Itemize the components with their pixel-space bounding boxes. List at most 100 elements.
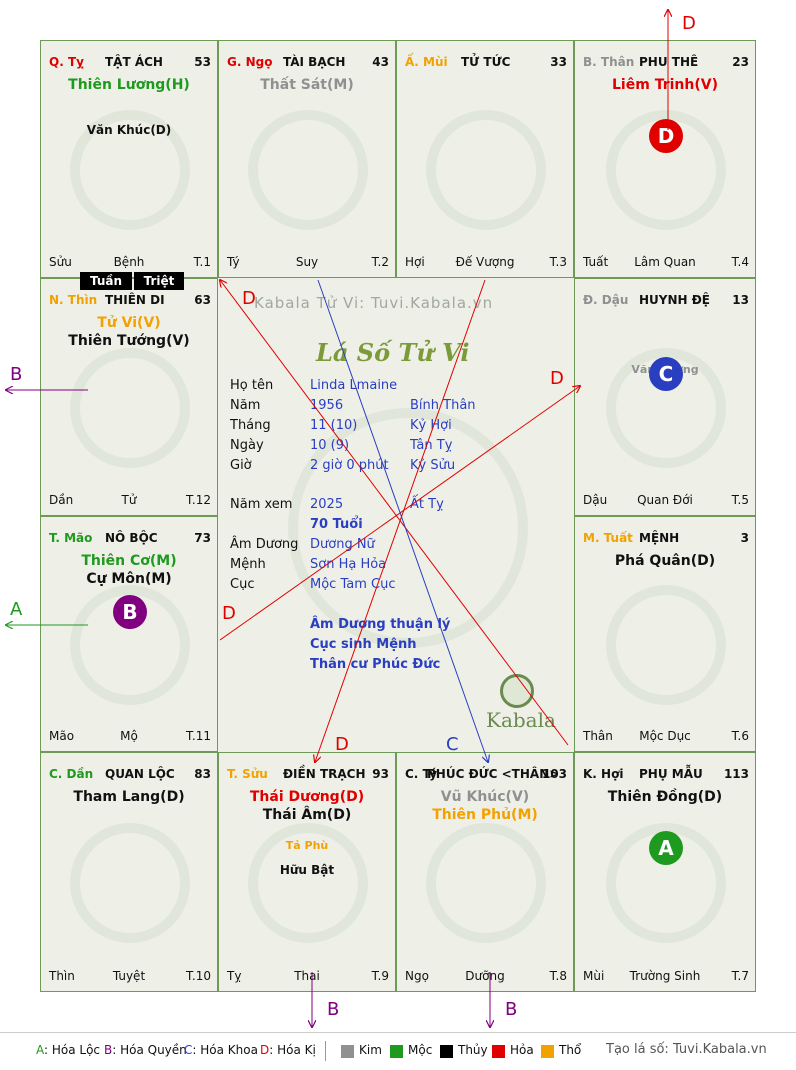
label-inner-d1: D [242,288,256,309]
palace-number: 13 [732,293,749,307]
element-label: Hỏa [510,1043,534,1057]
zodiac-watermark-icon [70,110,190,230]
label-inner-d4: D [335,734,349,755]
kabala-logo-icon [500,674,534,708]
legend-key: A [36,1043,44,1057]
center-info-panel: Kabala Tử Vi: Tuvi.Kabala.vn Lá Số Tử Vi… [218,278,574,752]
tuoi-value: 70 Tuổi [310,517,363,532]
palace-bottom-right: T.7 [731,969,749,983]
palace-bottom-left: Sửu [49,255,72,269]
center-note: Cục sinh Mệnh [310,637,417,652]
triet-label: Triệt [134,272,184,290]
palace-bottom-right: T.4 [731,255,749,269]
palace-bottom-left: Dậu [583,493,608,507]
palace-bottom-right: T.12 [186,493,211,507]
palace-bottom-mid: Đế Vượng [455,255,515,269]
nam-xem-can: Ất Tỵ [410,497,444,512]
palace-branch-header: C. Dần [49,767,94,781]
element-swatch [492,1045,505,1058]
palace-bottom-left: Tý [227,255,240,269]
palace-bottom-mid: Thai [294,969,320,983]
element-label: Mộc [408,1043,433,1057]
main-star: Thiên Lương(H) [68,77,190,93]
minor-star: Văn Khúc(D) [86,123,172,137]
legend-divider [325,1041,326,1061]
palace-bottom-mid: Mộc Dục [639,729,691,743]
main-star: Thiên Tướng(V) [68,333,190,349]
legend-hoa-item: A: Hóa Lộc [36,1043,100,1057]
palace-bottom-right: T.9 [371,969,389,983]
nam-xem-label: Năm xem [230,497,293,512]
palace-bottom-mid: Suy [295,255,319,269]
palace-bottom-mid: Dưỡng [465,969,505,983]
hoa-marker-b: B [113,595,147,629]
palace-bottom-right: T.11 [186,729,211,743]
element-swatch [341,1045,354,1058]
palace-name: PHỤ MẪU [639,767,703,781]
palace-name: TÀI BẠCH [283,55,346,69]
info-label: Âm Dương [230,537,299,552]
zodiac-watermark-icon [606,348,726,468]
palace-branch-header: T. Mão [49,531,93,545]
info-value: 10 (9) [310,438,350,453]
zodiac-watermark-icon [606,823,726,943]
palace-number: 3 [740,531,749,545]
palace-number: 73 [194,531,211,545]
palace-bottom-mid: Mộ [120,729,138,743]
zodiac-watermark-icon [426,110,546,230]
minor-star: Tả Phù [285,839,329,852]
palace-bottom-mid: Trường Sinh [629,969,701,983]
palace-bottom-mid: Bệnh [113,255,145,269]
palace-name: PHU THÊ [639,55,699,69]
hoa-marker-d: D [649,119,683,153]
legend-key: C [184,1043,193,1057]
palace-branch-header: Đ. Dậu [583,293,629,307]
main-star: Phá Quân(D) [614,553,716,569]
info-value: 11 (10) [310,418,358,433]
palace-branch-header: N. Thìn [49,293,98,307]
palace-branch-header: T. Sửu [227,767,268,781]
legend-text: : Hóa Kị [269,1043,316,1057]
palace-bottom-left: Thìn [49,969,75,983]
arrow-red-to-thin [220,280,569,746]
palace-number: 63 [194,293,211,307]
palace-name: NÔ BỘC [105,531,158,545]
main-star: Thiên Phủ(M) [432,807,538,823]
palace-name: TẬT ÁCH [105,55,163,69]
palace-branch-header: Q. Tỵ [49,55,84,69]
center-note: Âm Dương thuận lý [310,617,451,632]
palace-bottom-mid: Quan Đới [637,493,693,507]
palace-name: TỬ TỨC [461,55,511,69]
palace-bottom-left: Dần [49,493,74,507]
palace-name: PHÚC ĐỨC <THÂN> [427,767,560,781]
main-star: Liêm Trinh(V) [612,77,718,93]
palace-bottom-right: T.1 [193,255,211,269]
main-star: Thất Sát(M) [260,77,354,93]
minor-star: Hữu Bật [279,863,335,877]
legend-credit: Tạo lá số: Tuvi.Kabala.vn [606,1042,767,1057]
main-star: Cự Môn(M) [86,571,172,587]
palace-bottom-left: Hợi [405,255,425,269]
palace-bottom-right: T.2 [371,255,389,269]
info-value: Dương Nữ [310,537,375,552]
palace-bottom-mid: Tử [121,493,137,507]
palace-branch-header: M. Tuất [583,531,633,545]
main-star: Thiên Cơ(M) [81,553,177,569]
palace-bottom-mid: Tuyệt [112,969,146,983]
info-label: Ngày [230,438,264,453]
main-star: Thái Âm(D) [262,807,352,823]
info-label: Tháng [230,418,271,433]
palace-bottom-left: Tuất [583,255,609,269]
bagua-watermark [288,408,528,648]
kabala-brand: Kabala [486,708,556,732]
info-label: Mệnh [230,557,266,572]
zodiac-watermark-icon [606,110,726,230]
palace-branch-header: G. Ngọ [227,55,273,69]
